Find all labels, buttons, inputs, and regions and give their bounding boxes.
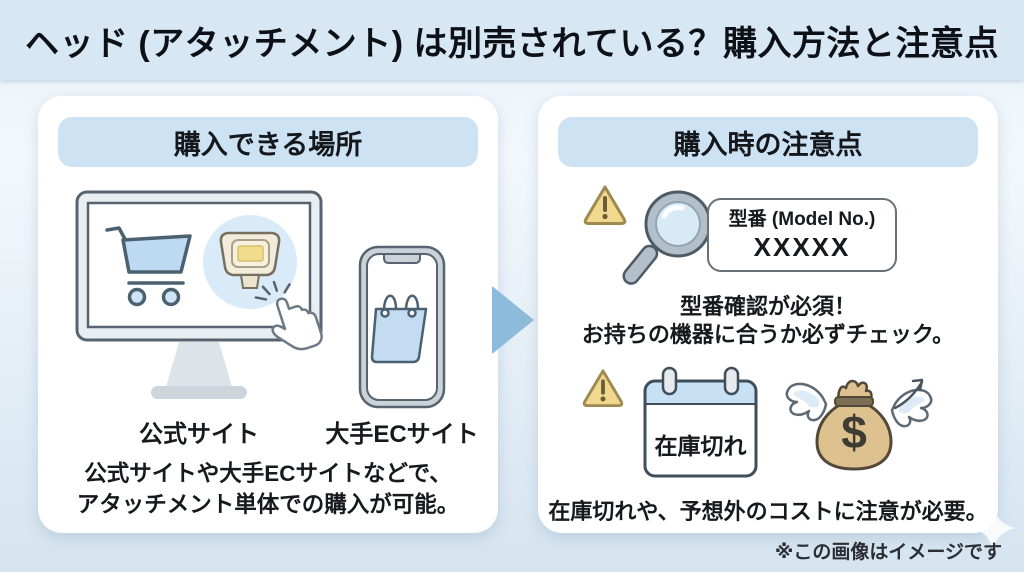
shopping-cart-icon bbox=[105, 226, 192, 307]
model-check-caption: 型番確認が必須！ お持ちの機器に合うか必ずチェック。 bbox=[538, 293, 998, 349]
hand-cursor-click-icon bbox=[254, 280, 323, 351]
page-title: ヘッド (アタッチメント) は別売されている？購入方法と注意点 bbox=[24, 24, 999, 63]
stock-cost-caption: 在庫切れや、予想外のコストに注意が必要。 bbox=[548, 499, 988, 524]
winged-money-bag-icon bbox=[785, 378, 933, 471]
out-of-stock-label: 在庫切れ bbox=[654, 433, 747, 459]
panel-purchase-cautions: 購入時の注意点 型番 (Model No.) XXXXX 型番確認が必須！ お持… bbox=[538, 96, 998, 533]
right-panel-title: 購入時の注意点 bbox=[558, 117, 978, 167]
model-number-label: 型番 (Model No.) bbox=[728, 209, 876, 230]
label-ec-site: 大手ECサイト bbox=[325, 421, 479, 448]
left-description-line1: 公式サイトや大手ECサイトなどで、 bbox=[84, 461, 452, 486]
image-disclaimer-note: ※この画像はイメージです bbox=[774, 542, 1002, 563]
attachment-head-icon bbox=[219, 231, 281, 289]
shopping-bag-icon bbox=[370, 294, 428, 364]
model-number-value: XXXXX bbox=[753, 232, 851, 262]
model-number-box: 型番 (Model No.) XXXXX bbox=[707, 198, 897, 272]
calendar-icon bbox=[643, 366, 758, 478]
sparkle-icon bbox=[970, 503, 1016, 553]
growth-arrow-icon bbox=[893, 378, 924, 410]
right-arrow-icon bbox=[492, 286, 534, 354]
panel-where-to-buy: 購入できる場所 bbox=[38, 96, 498, 533]
smartphone-icon bbox=[358, 245, 446, 409]
warning-triangle-icon bbox=[582, 369, 624, 408]
left-description-line2: アタッチメント単体での購入が可能。 bbox=[76, 492, 460, 517]
monitor-with-cart-icon bbox=[75, 190, 323, 399]
model-check-line2: お持ちの機器に合うか必ずチェック。 bbox=[581, 322, 955, 347]
model-check-line1: 型番確認が必須！ bbox=[679, 294, 856, 319]
left-panel-description: 公式サイトや大手ECサイトなどで、 アタッチメント単体での購入が可能。 bbox=[38, 458, 498, 520]
left-panel-title: 購入できる場所 bbox=[58, 117, 478, 167]
dollar-symbol: $ bbox=[841, 406, 867, 458]
title-band: ヘッド (アタッチメント) は別売されている？購入方法と注意点 bbox=[0, 0, 1024, 80]
label-official-site: 公式サイト bbox=[139, 421, 259, 448]
warning-triangle-icon bbox=[583, 185, 627, 225]
magnifying-glass-icon bbox=[622, 190, 712, 285]
